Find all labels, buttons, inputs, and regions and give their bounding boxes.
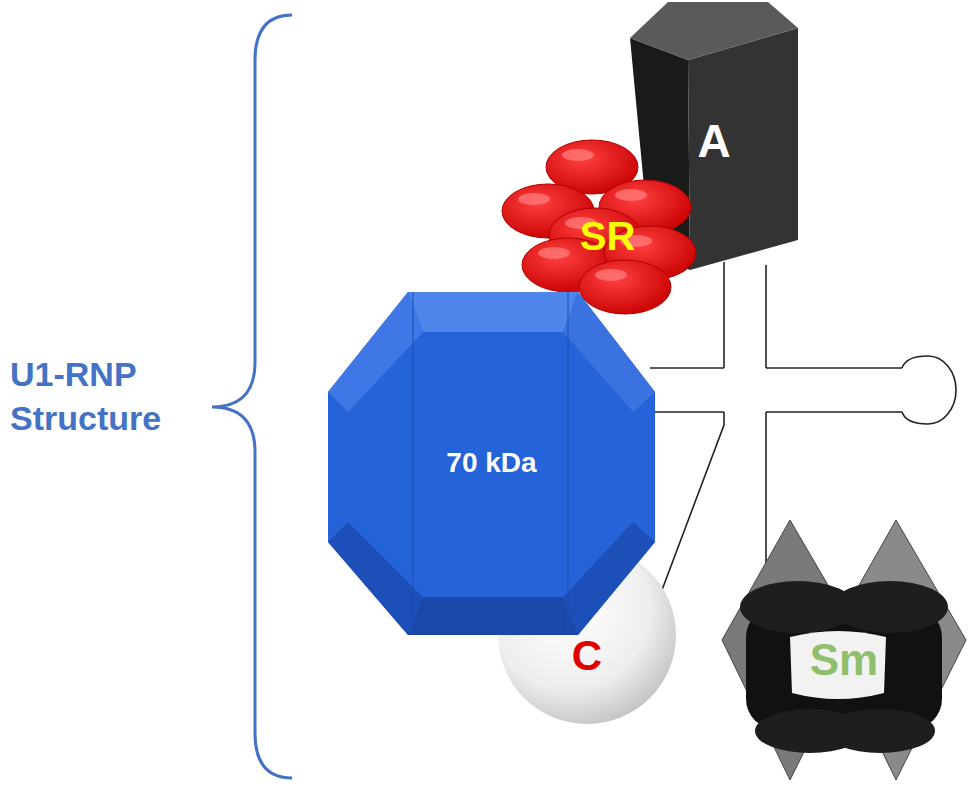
heading: U1-RNP Structure (10, 352, 210, 440)
protein-polyhedron: 70 kDa (328, 292, 655, 635)
curly-brace (212, 15, 292, 778)
rna-strand (650, 262, 956, 590)
node-label: C (572, 633, 602, 679)
node-label: A (697, 116, 730, 167)
node-label: Sm (810, 636, 878, 684)
protein-cluster: SR (500, 135, 715, 310)
sm-ring: Sm (718, 515, 970, 785)
node-label: 70 kDa (446, 448, 536, 479)
node-label: SR (580, 214, 636, 258)
